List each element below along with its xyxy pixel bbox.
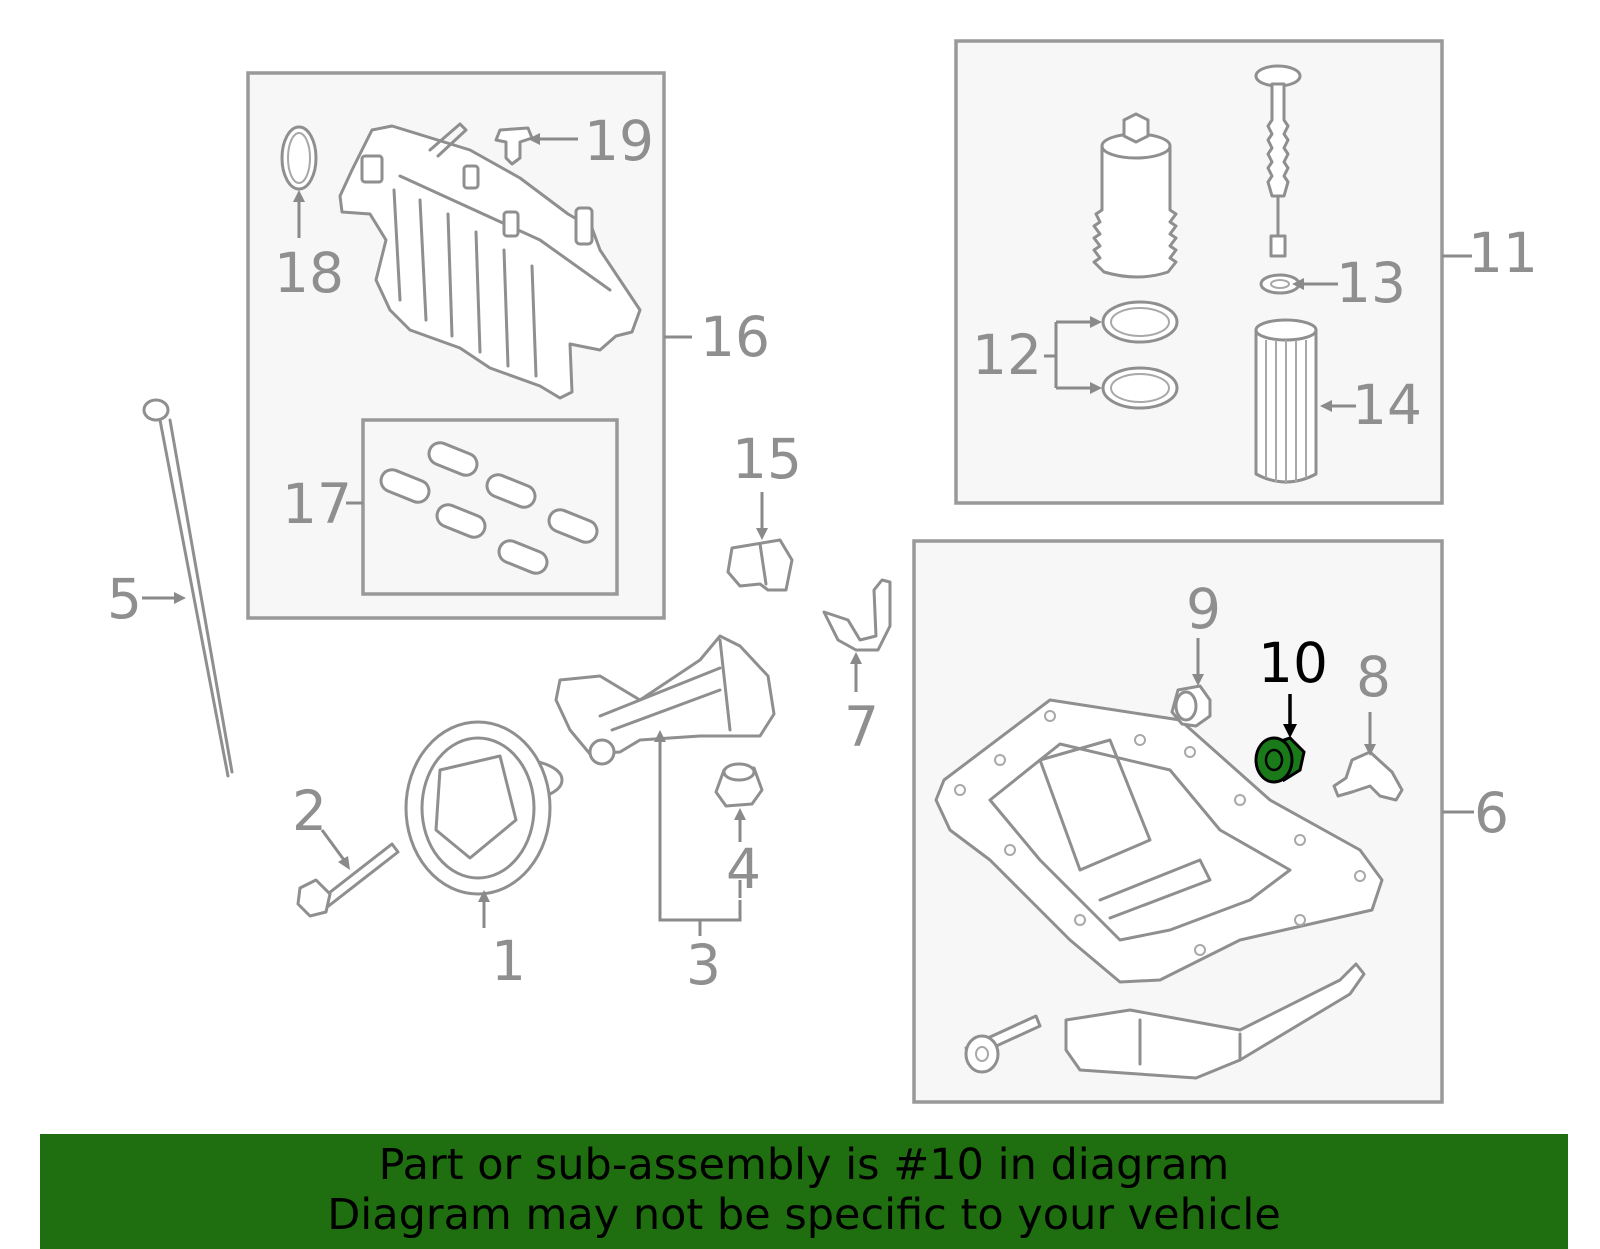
callout-6[interactable]: 6 [1474, 781, 1509, 845]
banner-line-2: Diagram may not be specific to your vehi… [327, 1190, 1281, 1240]
callout-14[interactable]: 14 [1352, 373, 1422, 437]
part-8-sensor[interactable] [1332, 750, 1404, 802]
callout-labels: 1 2 3 4 5 6 7 8 9 10 11 12 13 14 15 16 1… [107, 109, 1538, 997]
part-19-sensor[interactable] [494, 126, 534, 166]
part-17-gaskets[interactable] [378, 439, 601, 576]
callout-5[interactable]: 5 [107, 567, 142, 631]
part-9-plug[interactable] [1170, 684, 1212, 728]
part-11-dipstick-tube[interactable] [1254, 64, 1302, 258]
callout-18[interactable]: 18 [274, 241, 344, 305]
part-10-drain-plug-highlighted[interactable] [1254, 736, 1306, 784]
callout-10-selected[interactable]: 10 [1258, 631, 1328, 695]
part-15-sensor[interactable] [726, 538, 794, 592]
callout-13[interactable]: 13 [1336, 251, 1406, 315]
part-5-dipstick[interactable] [142, 398, 234, 778]
callout-12[interactable]: 12 [972, 323, 1042, 387]
part-2-bolt[interactable] [296, 842, 400, 918]
callout-2[interactable]: 2 [292, 779, 327, 843]
callout-4[interactable]: 4 [726, 837, 761, 901]
group-box-11 [954, 39, 1444, 505]
callout-15[interactable]: 15 [732, 427, 802, 491]
callout-11[interactable]: 11 [1468, 221, 1538, 285]
callout-19[interactable]: 19 [584, 109, 654, 173]
callout-8[interactable]: 8 [1356, 645, 1391, 709]
banner-line-1: Part or sub-assembly is #10 in diagram [378, 1140, 1230, 1190]
part-6-oil-pan[interactable] [934, 698, 1384, 984]
callout-9[interactable]: 9 [1186, 577, 1221, 641]
part-6-bolt[interactable] [964, 1014, 1042, 1074]
part-13-washer[interactable] [1259, 273, 1301, 295]
part-16-intake-manifold[interactable] [338, 122, 642, 400]
part-12-orings[interactable] [1101, 300, 1179, 410]
part-3-oil-pump[interactable] [554, 634, 776, 766]
callout-3[interactable]: 3 [686, 933, 721, 997]
callout-1[interactable]: 1 [491, 929, 526, 993]
part-14-filter-element[interactable] [1254, 318, 1318, 484]
part-6-baffle[interactable] [1064, 962, 1366, 1080]
group-box-17 [361, 418, 619, 596]
part-11-filter-housing[interactable] [1092, 112, 1178, 279]
callout-17[interactable]: 17 [282, 472, 352, 536]
part-4-plug[interactable] [714, 762, 764, 808]
callout-7[interactable]: 7 [844, 695, 879, 759]
part-1-pulley[interactable] [404, 720, 564, 896]
part-7-bracket[interactable] [822, 578, 892, 652]
leaders [142, 133, 1474, 936]
info-banner: Part or sub-assembly is #10 in diagram D… [40, 1134, 1568, 1249]
part-18-oring[interactable] [280, 125, 318, 191]
callout-16[interactable]: 16 [700, 305, 770, 369]
